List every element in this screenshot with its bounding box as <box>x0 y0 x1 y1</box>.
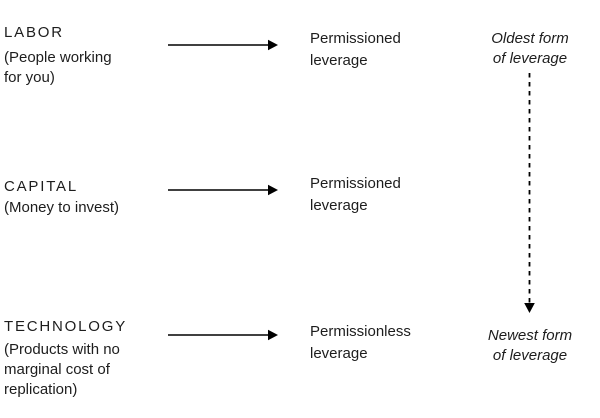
row-technology-term: TECHNOLOGY <box>4 318 128 335</box>
row-technology-leverage: Permissionless leverage <box>310 323 411 362</box>
labor-right-arrow-icon <box>168 39 278 51</box>
timeline-dashed-down-arrow-icon <box>524 73 535 313</box>
row-capital-leverage: Permissioned leverage <box>310 175 401 214</box>
capital-right-arrow-icon <box>168 184 278 196</box>
timeline-oldest-label: Oldest form of leverage <box>491 30 569 67</box>
row-capital-definition: (Money to invest) <box>4 199 120 216</box>
row-labor-definition: (People working for you) <box>4 49 112 86</box>
technology-right-arrow-icon <box>168 329 278 341</box>
timeline-newest-label: Newest form of leverage <box>487 327 573 364</box>
row-labor-leverage: Permissioned leverage <box>310 30 401 69</box>
row-labor-term: LABOR <box>4 24 64 41</box>
row-technology-definition: (Products with no marginal cost of repli… <box>4 341 120 398</box>
row-capital-term: CAPITAL <box>4 178 79 195</box>
